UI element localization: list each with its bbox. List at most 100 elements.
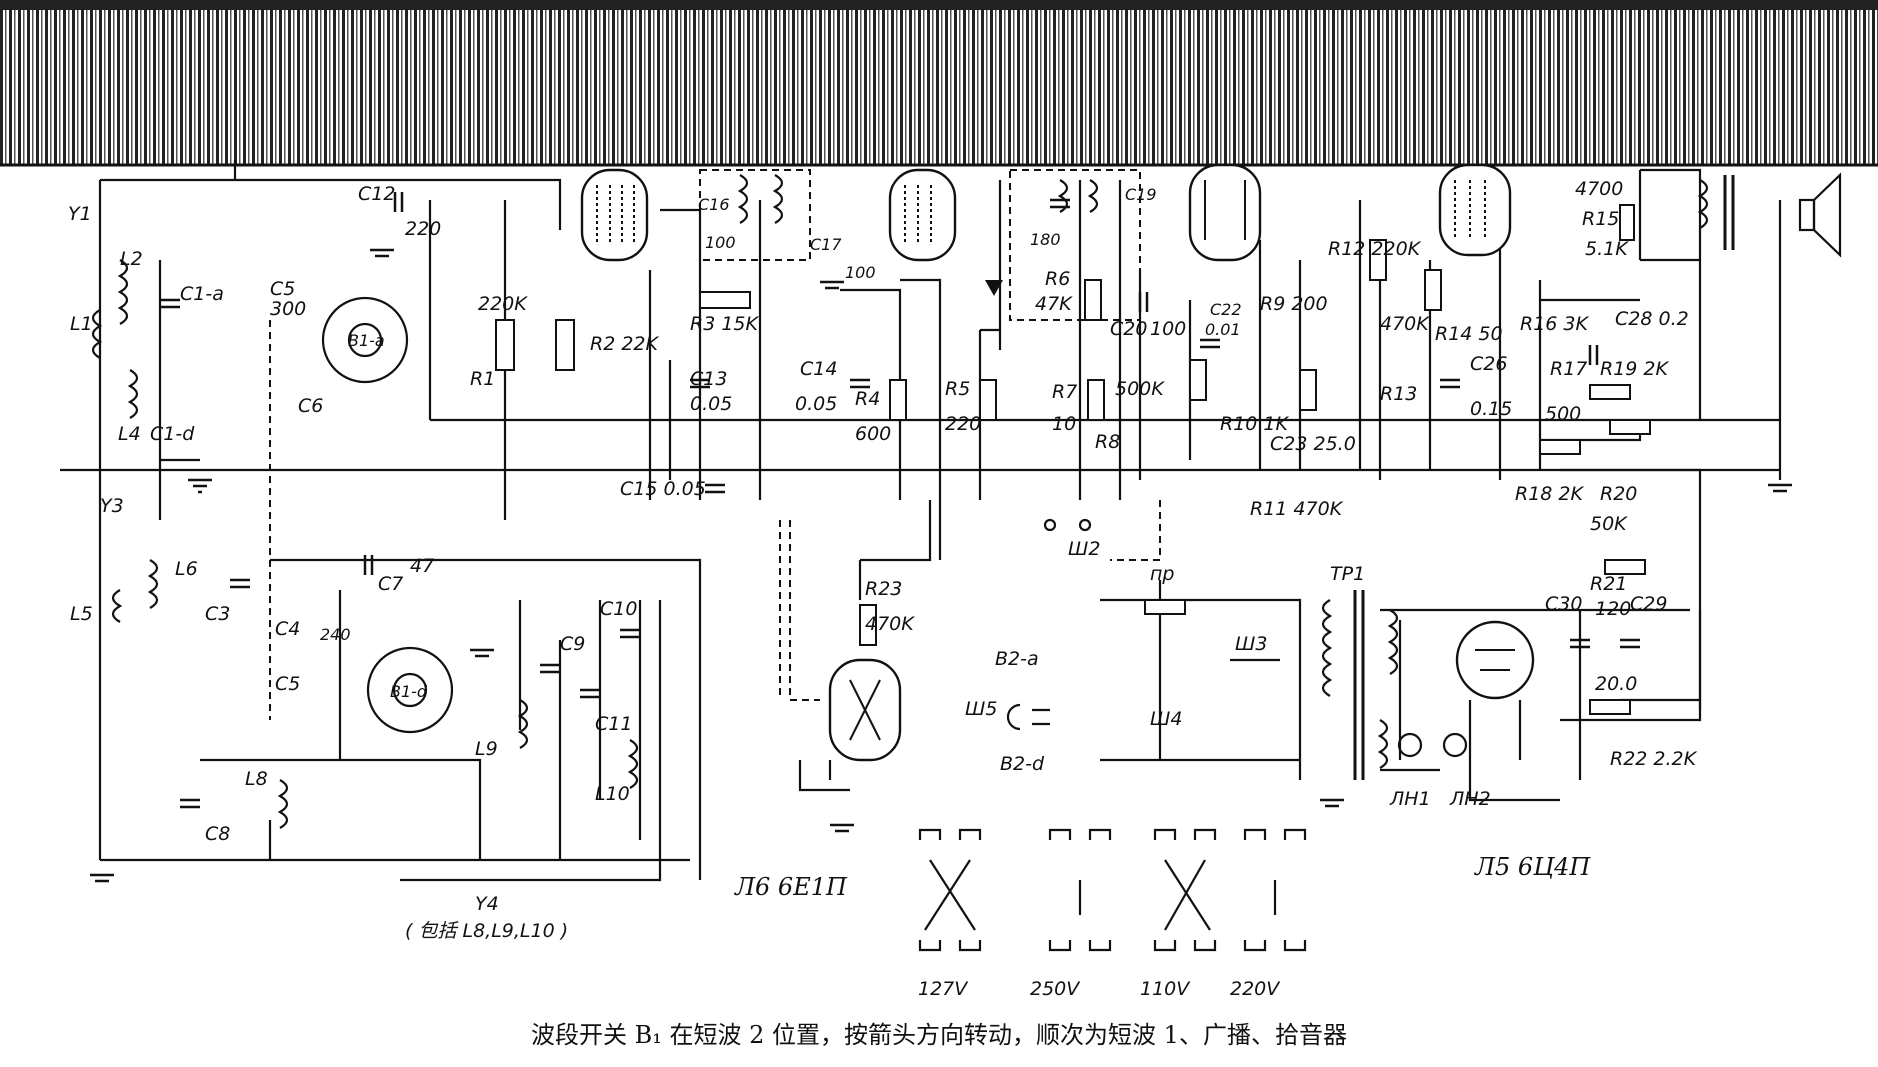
label-r15v: 5.1K	[1585, 238, 1629, 260]
speaker-icon	[1798, 172, 1842, 258]
voltage-labels: 127V 250V 110V 220V	[918, 978, 1281, 1000]
label-r1v: 220K	[478, 293, 528, 315]
band-switch-b1a	[321, 296, 409, 384]
tube-label-l6: Л6 6Е1П	[734, 873, 848, 901]
wiring	[60, 160, 1782, 882]
label-r23v: 470K	[865, 613, 915, 635]
coil-note-y4: Y4	[475, 893, 499, 915]
label-r18: R18 2K	[1515, 483, 1585, 505]
label-sh2: Ш2	[1068, 538, 1100, 560]
label-r1: R1	[470, 368, 495, 390]
label-pr: пр	[1150, 563, 1174, 585]
label-l1: L1	[70, 313, 93, 335]
label-c17v: 100	[845, 263, 876, 282]
voltage-127v: 127V	[918, 978, 969, 1000]
label-r5v: 220	[945, 413, 981, 435]
label-y1: Y1	[68, 203, 92, 225]
label-r20v: 50K	[1590, 513, 1628, 535]
label-l4: L4	[118, 423, 141, 445]
label-c13: C13	[690, 368, 727, 390]
coil-note-includes: ( 包括 L8,L9,L10 )	[405, 920, 568, 942]
label-c1d: C1-d	[150, 423, 195, 445]
label-r13: R13	[1380, 383, 1417, 405]
label-c15: C15 0.05	[620, 478, 706, 500]
label-c5: C5	[270, 278, 295, 300]
label-c16v: 100	[705, 233, 736, 252]
label-r23: R23	[865, 578, 902, 600]
label-r15: R15	[1582, 208, 1619, 230]
label-lh2: ЛН2	[1449, 788, 1491, 810]
tube-detector	[1188, 163, 1262, 262]
label-r19: R19 2K	[1600, 358, 1670, 380]
label-r13v: 470K	[1380, 313, 1430, 335]
label-r22: R22 2.2K	[1610, 748, 1698, 770]
voltage-110v: 110V	[1140, 978, 1191, 1000]
label-c16: C16	[698, 195, 730, 214]
label-sh4: Ш4	[1150, 708, 1182, 730]
label-b2d: B2-d	[1000, 753, 1045, 775]
label-c14v: 0.05	[795, 393, 837, 415]
label-r14: R14 50	[1435, 323, 1503, 345]
label-lh1: ЛН1	[1389, 788, 1431, 810]
label-c19: C19	[1125, 185, 1157, 204]
voltage-250v: 250V	[1030, 978, 1081, 1000]
ground-symbols	[90, 248, 1792, 883]
label-c22: C22	[1210, 300, 1242, 319]
connectors	[1006, 518, 1468, 758]
label-c23: C23 25.0	[1270, 433, 1356, 455]
label-c8: C8	[205, 823, 230, 845]
label-b1a: B1-a	[348, 331, 385, 350]
label-l8: L8	[245, 768, 268, 790]
label-c5-lower: C5	[275, 673, 300, 695]
label-tr1: TP1	[1330, 563, 1365, 585]
label-c6: C6	[298, 395, 323, 417]
label-l10: L10	[595, 783, 630, 805]
label-c11: C11	[595, 713, 632, 735]
label-c20: C20	[1110, 318, 1147, 340]
label-l9: L9	[475, 738, 498, 760]
label-c13v: 0.05	[690, 393, 732, 415]
label-r20: R20	[1600, 483, 1637, 505]
label-l5: L5	[70, 603, 93, 625]
label-r7v: 10	[1052, 413, 1076, 435]
label-c4v: 240	[320, 625, 351, 644]
component-labels: Y1 L2 L1 C1-a L4 C1-d C5 300 C6 C12 220 …	[68, 178, 1698, 845]
label-c26v: 0.15	[1470, 398, 1512, 420]
label-c1a: C1-a	[180, 283, 224, 305]
tube-output	[1438, 163, 1512, 257]
tube-and-note-labels: Л6 6Е1П Л5 6Ц4П Y4 ( 包括 L8,L9,L10 )	[405, 853, 1591, 942]
label-c30: C30	[1545, 593, 1582, 615]
label-c18v: 180	[1030, 230, 1061, 249]
label-r17: R17	[1550, 358, 1587, 380]
coils	[91, 174, 1709, 829]
label-c7v: 47	[410, 555, 434, 577]
label-r21: R21	[1590, 573, 1627, 595]
label-r8v: 500K	[1115, 378, 1165, 400]
label-r6v: 47K	[1035, 293, 1073, 315]
label-r9: R9 200	[1260, 293, 1328, 315]
label-c5v: 300	[270, 298, 306, 320]
label-r10: R10 1K	[1220, 413, 1290, 435]
band-switch-b1d	[366, 646, 454, 734]
label-r4: R4	[855, 388, 880, 410]
label-c7: C7	[378, 573, 403, 595]
tube-if-amp	[888, 168, 957, 262]
label-c17: C17	[810, 235, 842, 254]
label-r500: 500	[1545, 403, 1581, 425]
label-sh3: Ш3	[1235, 633, 1267, 655]
label-b1d: B1-d	[390, 682, 428, 701]
label-c10: C10	[600, 598, 637, 620]
label-c4: C4	[275, 618, 300, 640]
label-r11: R11 470K	[1250, 498, 1344, 520]
tube-6e1p-rf	[580, 168, 649, 262]
label-r6: R6	[1045, 268, 1070, 290]
label-c20v: 100	[1150, 318, 1186, 340]
capacitors	[160, 192, 1640, 809]
label-b2a: B2-a	[995, 648, 1039, 670]
label-r15c: 4700	[1575, 178, 1623, 200]
voltage-selector-diagrams	[918, 828, 1307, 952]
label-c12: C12	[358, 183, 395, 205]
label-c29: C29	[1630, 593, 1667, 615]
label-l2: L2	[120, 248, 143, 270]
